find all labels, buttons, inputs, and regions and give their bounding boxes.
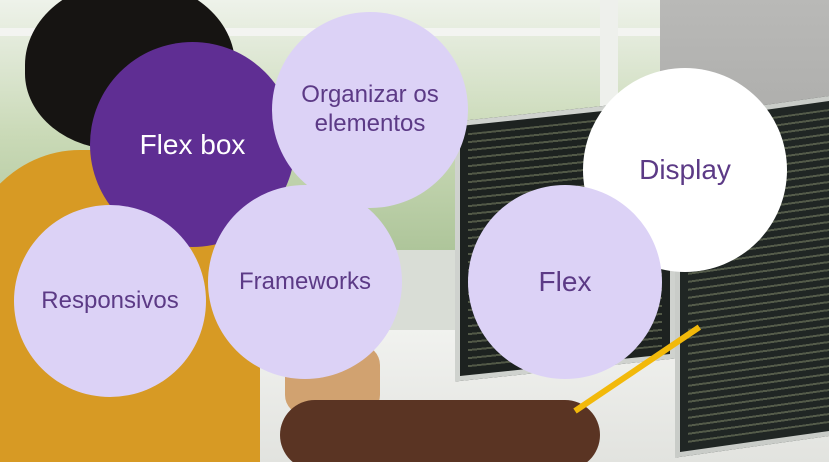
bubble-flexbox-label: Flex box: [139, 128, 246, 160]
bubble-responsivos: Responsivos: [14, 205, 206, 397]
bubble-flex: Flex: [468, 185, 662, 379]
person-arm: [280, 400, 600, 462]
bubble-frameworks-label: Frameworks: [238, 267, 371, 295]
bubble-organizar-label: Organizar os elementos: [301, 81, 439, 137]
bubble-responsivos-label: Responsivos: [41, 286, 179, 314]
bubble-organizar: Organizar os elementos: [272, 12, 468, 208]
bubble-frameworks: Frameworks: [208, 185, 402, 379]
bubble-flex-label: Flex: [538, 266, 592, 298]
bubble-display-label: Display: [639, 154, 731, 186]
